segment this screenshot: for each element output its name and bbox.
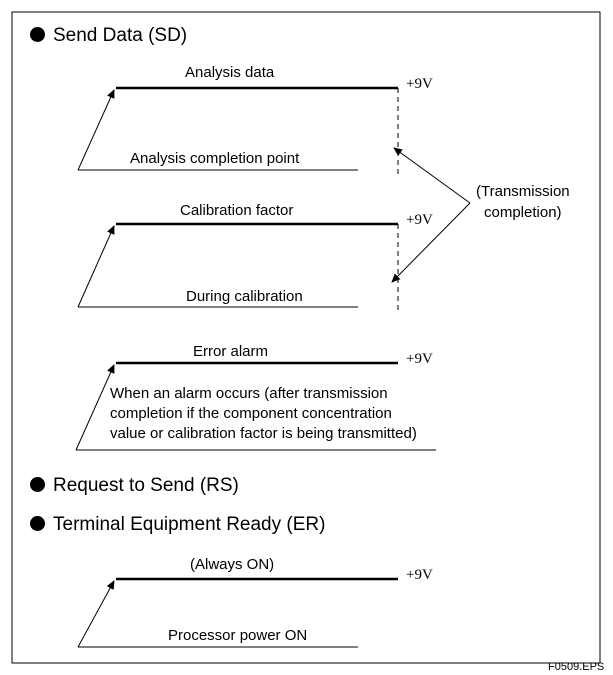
bullet-icon [30,27,45,42]
always-on-voltage-label: +9V [406,567,433,583]
analysis-voltage-label: +9V [406,76,433,92]
error-low-label-line3: value or calibration factor is being tra… [110,425,417,442]
section-send-data: Send Data (SD) [30,26,187,45]
error-low-label-line1: When an alarm occurs (after transmission [110,385,388,402]
callout-arrow-lower [391,202,471,283]
callout-arrow-upper [393,147,471,204]
always-on-high-label: (Always ON) [190,556,275,573]
calibration-rise-arrow [77,225,115,308]
calibration-high-label: Calibration factor [180,202,294,219]
callout-line2: completion) [484,204,562,221]
error-low-label-line2: completion if the component concentratio… [110,405,392,422]
bullet-icon [30,477,45,492]
analysis-low-label: Analysis completion point [130,150,300,167]
always-on-rise-arrow [77,580,115,648]
callout-line1: (Transmission [476,183,570,200]
analysis-high-label: Analysis data [185,64,275,81]
calibration-low-label: During calibration [186,288,303,305]
error-high-label: Error alarm [193,343,269,360]
figure-code: F0509.EPS [548,661,605,673]
error-rise-arrow [75,364,115,451]
section-request-to-send: Request to Send (RS) [30,476,239,495]
always-on-low-label: Processor power ON [168,627,308,644]
section-terminal-ready-label: Terminal Equipment Ready (ER) [53,514,326,535]
figure-frame [11,11,601,664]
section-send-data-label: Send Data (SD) [53,25,188,46]
bullet-icon [30,516,45,531]
calibration-voltage-label: +9V [406,212,433,228]
analysis-rise-arrow [77,89,115,171]
section-request-to-send-label: Request to Send (RS) [53,475,239,496]
section-terminal-ready: Terminal Equipment Ready (ER) [30,515,325,534]
error-voltage-label: +9V [406,351,433,367]
